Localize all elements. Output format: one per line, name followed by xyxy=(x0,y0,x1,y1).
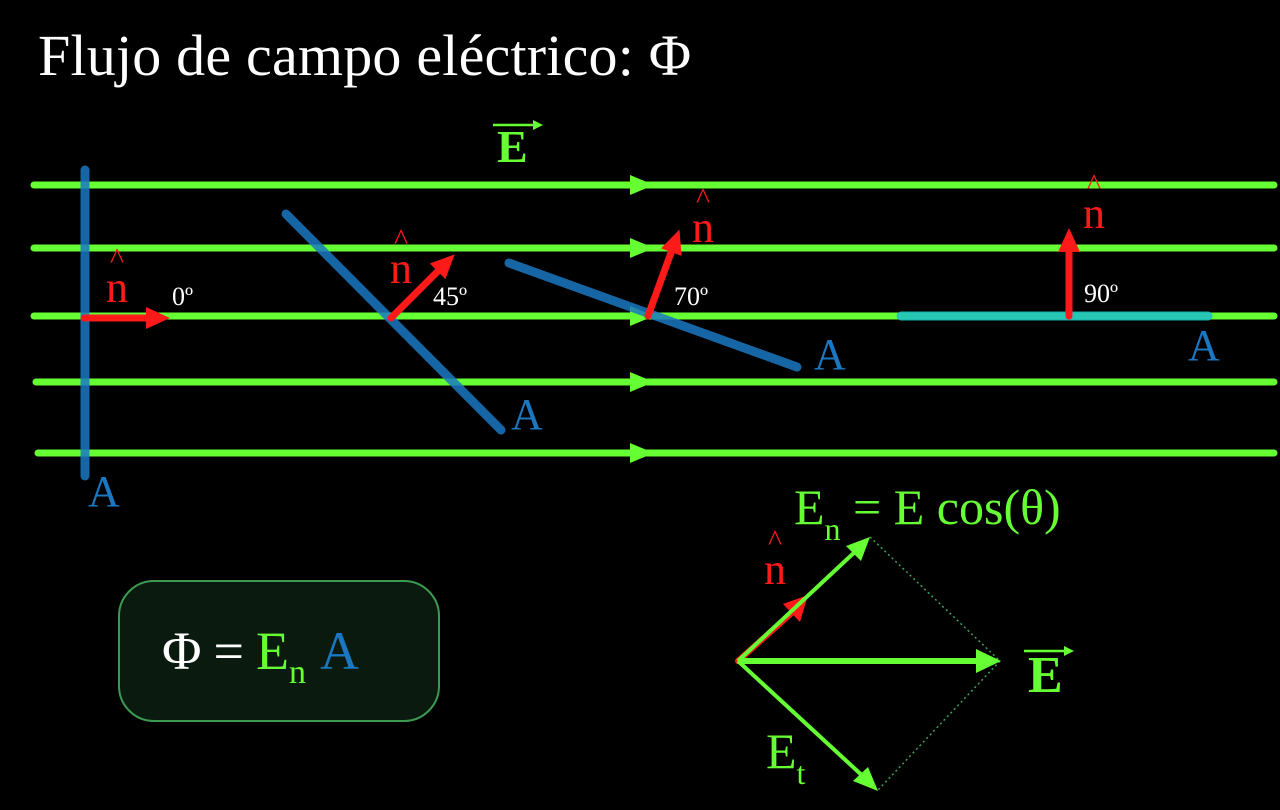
area-planes xyxy=(80,165,1213,481)
field-label-top: E xyxy=(493,120,543,172)
page-title: Flujo de campo eléctrico: Φ xyxy=(38,23,692,88)
angle-label-45: 45º xyxy=(433,282,468,311)
projection-guide-line xyxy=(877,660,1001,791)
normal-arrowhead-icon xyxy=(429,254,455,280)
hat-icon: ^ xyxy=(767,524,783,557)
field-arrowhead-icon xyxy=(630,443,654,463)
hat-icon: ^ xyxy=(393,223,409,256)
field-arrowhead-icon xyxy=(976,649,1001,673)
normal-label-0: ^n xyxy=(106,242,128,312)
tangential-component-label: Et xyxy=(766,723,806,791)
area-label-70: A xyxy=(814,330,846,379)
equals-sign: = xyxy=(213,621,244,681)
area-symbol: A xyxy=(319,621,359,681)
angle-label-0: 0º xyxy=(172,282,194,311)
projection-guide-line xyxy=(869,536,1001,662)
field-arrowhead-icon xyxy=(846,537,870,561)
hat-icon: ^ xyxy=(1086,168,1102,201)
field-arrowhead-icon xyxy=(853,767,878,791)
field-arrowhead-icon xyxy=(630,238,654,258)
normal-label-decomposition: ^n xyxy=(764,524,786,594)
hat-icon: ^ xyxy=(695,182,711,215)
vector-arrow-icon xyxy=(493,120,543,130)
normal-vector-45 xyxy=(387,266,443,322)
tangential-component-vector xyxy=(736,659,868,781)
area-plane-45 xyxy=(281,209,506,435)
angle-label-90: 90º xyxy=(1084,279,1119,308)
normal-label-70: ^n xyxy=(692,182,714,252)
area-plane-70 xyxy=(504,258,802,372)
phi-symbol: Φ xyxy=(162,621,202,681)
normal-arrowhead-icon xyxy=(1058,228,1080,252)
normal-arrowhead-icon xyxy=(146,307,170,329)
vector-decomposition xyxy=(735,536,1001,791)
field-label-text: E xyxy=(497,121,528,172)
normal-field-symbol: En xyxy=(255,621,306,691)
vector-arrow-icon xyxy=(1024,646,1074,656)
area-label-90: A xyxy=(1188,321,1220,370)
normal-label-90: ^n xyxy=(1083,168,1105,238)
normal-vectors xyxy=(80,228,1080,329)
normal-label-45: ^n xyxy=(390,223,412,293)
normal-component-equation: En = E cos(θ) xyxy=(794,479,1061,547)
normal-arrowhead-icon xyxy=(660,229,682,256)
field-arrowhead-icon xyxy=(630,372,654,392)
area-label-45: A xyxy=(511,390,543,439)
field-arrowhead-icon xyxy=(630,175,654,195)
normal-component-vector xyxy=(736,547,860,663)
normal-vector-70 xyxy=(644,246,676,320)
field-label-decomposition: E xyxy=(1024,646,1074,702)
angle-label-70: 70º xyxy=(674,282,709,311)
hat-icon: ^ xyxy=(109,242,125,275)
area-label-0: A xyxy=(88,467,120,516)
